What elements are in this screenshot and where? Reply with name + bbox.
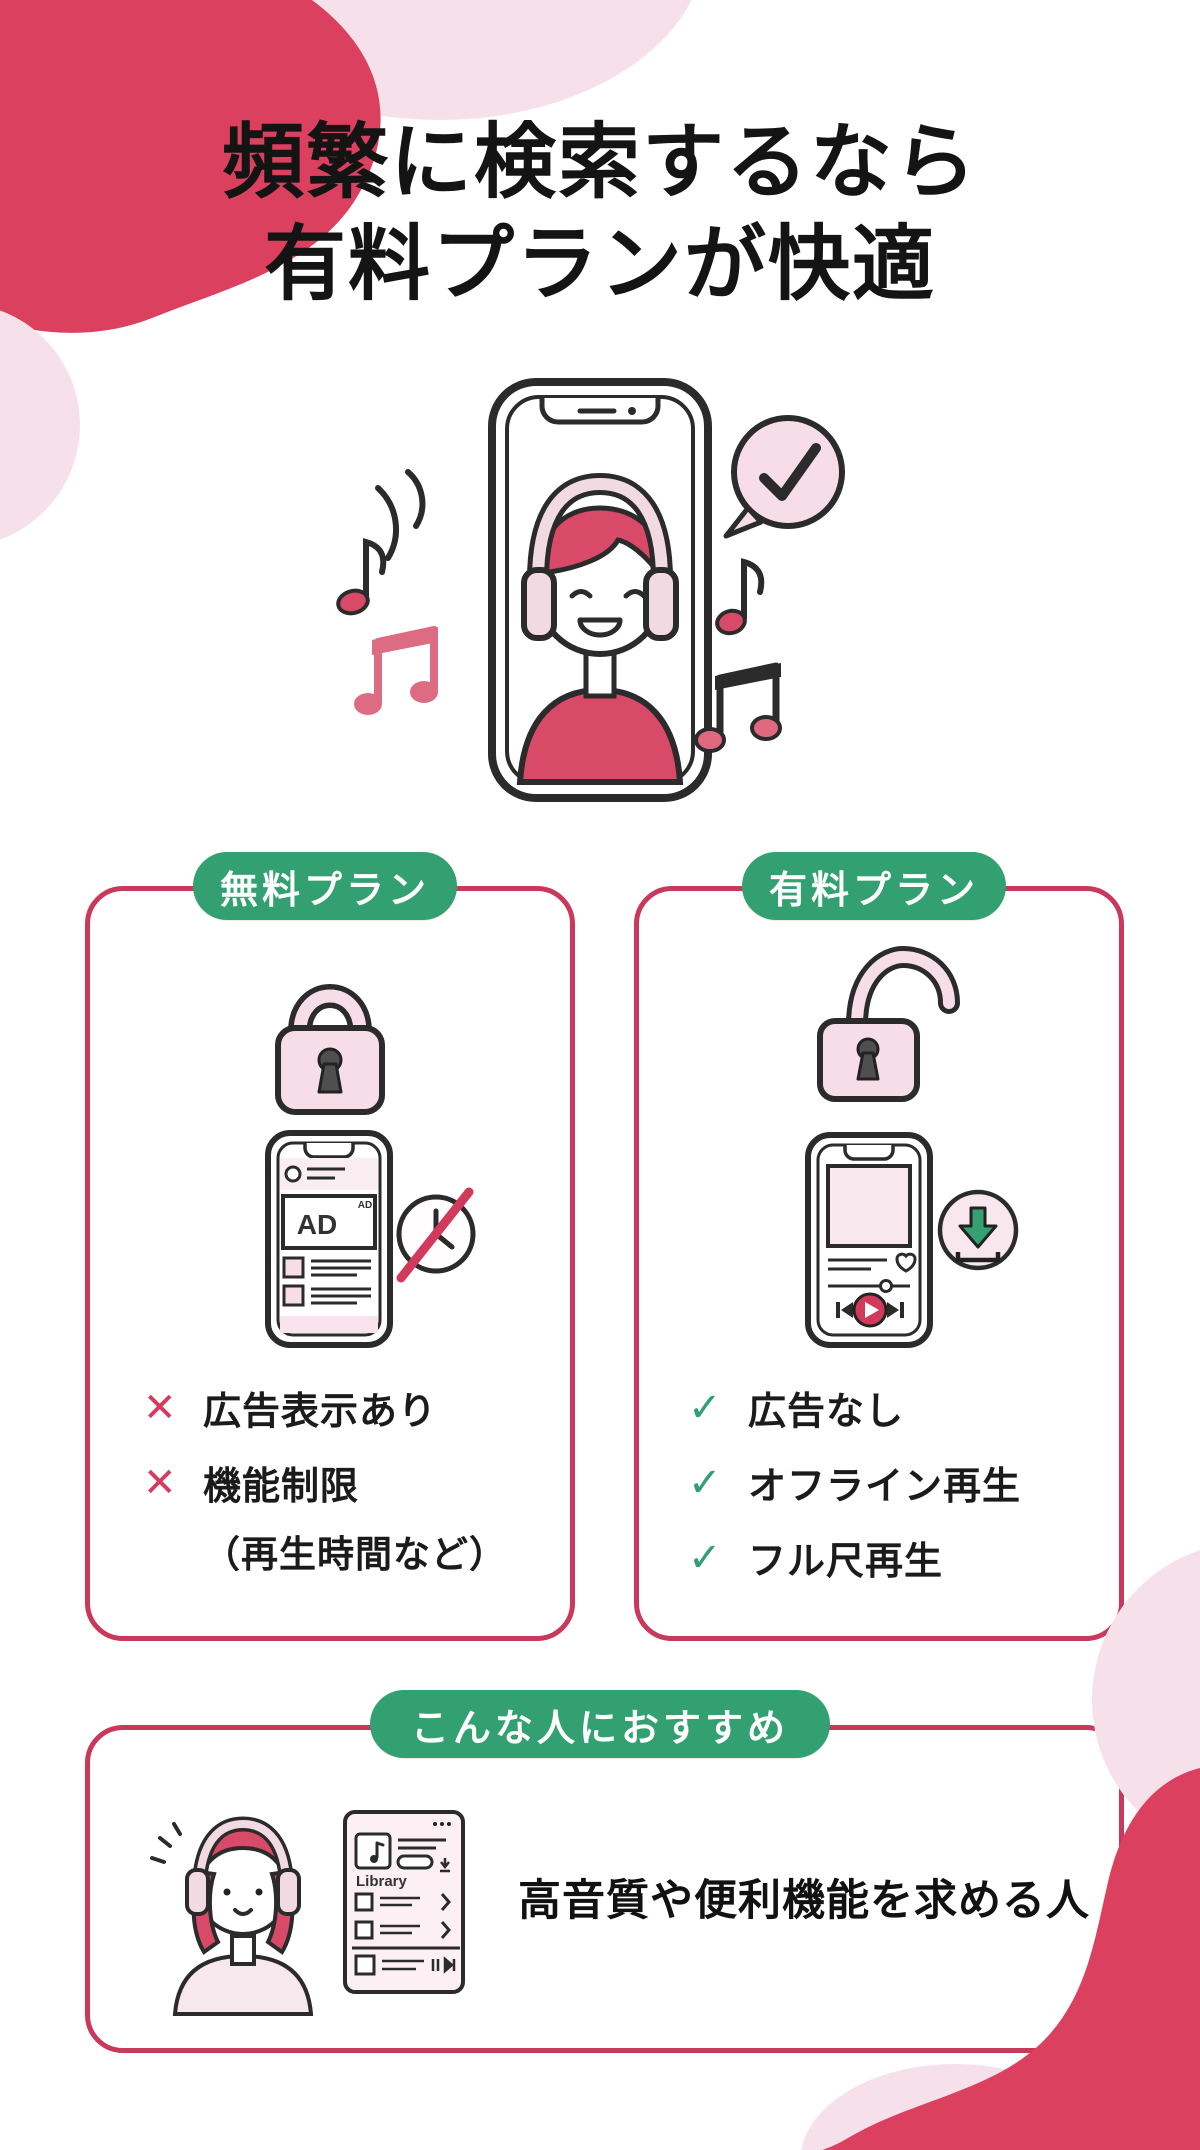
listener-woman (172, 1816, 314, 2016)
paid-plan-list: ✓ 広告なし ✓ オフライン再生 ✓ フル尺再生 (688, 1380, 1021, 1585)
item-text: 機能制限 (203, 1466, 360, 1508)
red-blob-top-left (0, 0, 381, 333)
listener-person (516, 472, 684, 785)
hero-phone (488, 378, 712, 802)
item-text: フル尺再生 (748, 1541, 944, 1583)
cross-icon: ✕ (143, 1460, 178, 1505)
free-plan-badge: 無料プラン (193, 852, 457, 920)
locked-padlock-icon (275, 984, 385, 1115)
recommend-illustration: Library (150, 1810, 465, 2016)
spark-lines (150, 1822, 182, 1864)
music-note-icon (715, 558, 765, 636)
music-phone-illustration (805, 1132, 1019, 1348)
chevron-right-icon (440, 1893, 451, 1911)
list-item: ✓ フル尺再生 (688, 1530, 1021, 1585)
red-blob-bottom-right (822, 1768, 1200, 2150)
music-note-icon (354, 626, 438, 715)
library-label: Library (356, 1873, 408, 1890)
title-line-1: 頻繁に検索するなら (221, 117, 978, 208)
top-left-decoration (0, 0, 692, 540)
headphone-cup (276, 1868, 301, 1916)
item-text: 広告表示あり (203, 1391, 438, 1433)
headphone-cup (185, 1868, 210, 1916)
ad-banner: AD AD (281, 1194, 377, 1250)
list-item: ✓ オフライン再生 (688, 1455, 1021, 1510)
pink-circle-left (0, 310, 80, 540)
check-icon: ✓ (688, 1385, 723, 1430)
download-mini-icon (440, 1858, 450, 1873)
music-note-icon (694, 662, 782, 753)
check-icon: ✓ (688, 1535, 723, 1580)
check-bubble-icon (723, 415, 845, 539)
recommend-badge: こんな人におすすめ (370, 1690, 830, 1758)
item-text: オフライン再生 (748, 1466, 1022, 1508)
download-badge-icon (937, 1189, 1019, 1271)
ad-banner-label: AD (297, 1209, 337, 1240)
cross-icon: ✕ (143, 1385, 178, 1430)
free-plan-label: 無料プラン (219, 869, 430, 912)
ad-corner-label: AD (358, 1200, 372, 1211)
list-item: ✕ 広告表示あり (143, 1380, 507, 1435)
unlocked-padlock-icon (817, 945, 960, 1102)
page-title: 頻繁に検索するなら 有料プランが快適 (0, 112, 1200, 315)
check-icon: ✓ (688, 1460, 723, 1505)
item-text: 広告なし (748, 1391, 905, 1433)
music-note-icon (336, 538, 387, 616)
list-item: ✓ 広告なし (688, 1380, 1021, 1435)
list-item: ✕ 機能制限 (143, 1455, 507, 1510)
paid-plan-badge: 有料プラン (742, 852, 1006, 920)
player-controls (836, 1292, 904, 1328)
free-plan-list: ✕ 広告表示あり ✕ 機能制限 （再生時間など） (143, 1380, 507, 1578)
paid-plan-label: 有料プラン (768, 869, 979, 912)
album-art (826, 1164, 912, 1248)
recommend-label: こんな人におすすめ (410, 1707, 789, 1750)
time-limit-icon (396, 1187, 476, 1283)
sound-waves-icon (375, 469, 426, 561)
list-item: （再生時間など） (143, 1524, 507, 1578)
hero-illustration (336, 378, 845, 802)
ad-phone-illustration: AD AD (265, 1130, 476, 1348)
item-text: （再生時間など） (203, 1534, 507, 1575)
bottom-right-decoration (801, 1550, 1200, 2150)
red-slash (396, 1187, 474, 1283)
chevron-right-icon (440, 1921, 451, 1939)
title-line-2: 有料プランが快適 (263, 218, 936, 310)
recommend-text: 高音質や便利機能を求める人 (518, 1877, 1090, 1925)
music-note-icon (370, 1841, 385, 1863)
heart-icon (895, 1252, 917, 1273)
pink-circle-right (1092, 1550, 1200, 1850)
player-mini-icons (431, 1956, 456, 1974)
library-app-window: Library (343, 1810, 465, 1994)
headphones-icon (521, 472, 679, 641)
